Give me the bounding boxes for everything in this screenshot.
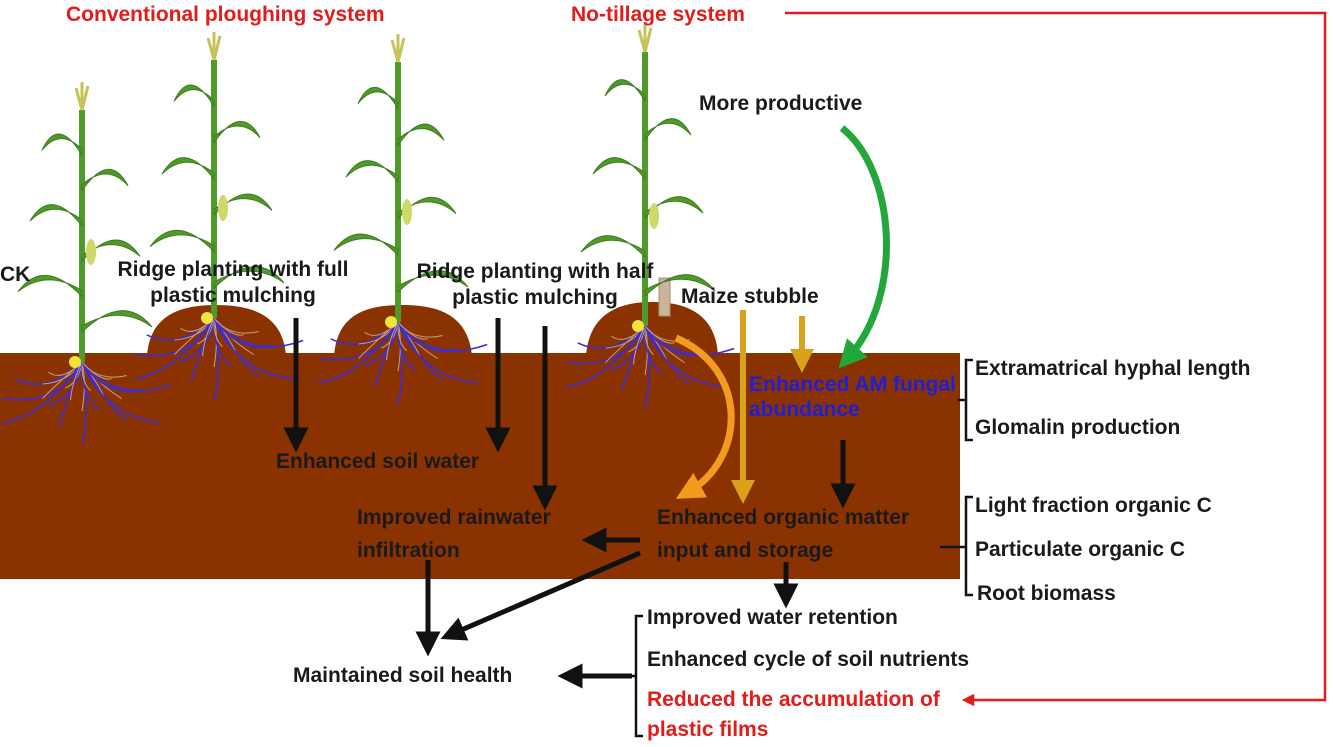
organic-indicator-particulate: Particulate organic C: [975, 538, 1186, 561]
am-fungal-label: Enhanced AM fungal abundance: [749, 373, 956, 422]
green-productive-arrow: [838, 125, 890, 369]
outcome-nutrient-cycle: Enhanced cycle of soil nutrients: [647, 648, 970, 671]
more-productive-label: More productive: [699, 92, 863, 115]
enhanced-soil-water-label: Enhanced soil water: [276, 450, 480, 473]
am-indicator-hyphal: Extramatrical hyphal length: [975, 357, 1251, 380]
maize-plants: [2, 24, 735, 445]
organic-indicator-light-fraction: Light fraction organic C: [975, 494, 1212, 517]
ridge-half-mulch-label: Ridge planting with half plastic mulchin…: [416, 260, 654, 310]
ck-label: CK: [0, 263, 31, 286]
plant-half-mulch: [318, 34, 488, 405]
black-arrows: [283, 318, 856, 689]
outcome-water-retention: Improved water retention: [647, 606, 898, 629]
plant-full-mulch: [134, 32, 304, 401]
am-indicator-glomalin: Glomalin production: [975, 416, 1181, 439]
maize-stubble-label: Maize stubble: [681, 285, 819, 308]
no-tillage-header: No-tillage system: [571, 3, 745, 26]
organic-indicator-root-biomass: Root biomass: [977, 582, 1116, 605]
soil-layer: [0, 302, 960, 579]
gold-arrows: [731, 310, 814, 504]
bracket-am: [958, 358, 973, 442]
ridge-full-mulch-label: Ridge planting with full plastic mulchin…: [117, 258, 349, 308]
red-no-tillage-arrow: [785, 11, 1327, 707]
maintained-soil-health-label: Maintained soil health: [293, 664, 513, 687]
organic-matter-label: Enhanced organic matter input and storag…: [657, 506, 910, 562]
orange-root-arrow: [674, 334, 735, 499]
bracket-organic: [940, 495, 973, 597]
bracket-outcomes: [625, 614, 643, 738]
outcome-reduced-plastic: Reduced the accumulation of plastic film…: [647, 688, 940, 742]
brackets: [625, 358, 973, 738]
improved-rainwater-label: Improved rainwater infiltration: [357, 506, 551, 562]
plant-ck-roots: [2, 361, 172, 445]
plant-full-mulch-roots: [134, 317, 304, 401]
conventional-system-header: Conventional ploughing system: [66, 3, 385, 26]
plant-ck: [2, 82, 172, 445]
maize-stubble-icon: [658, 277, 671, 317]
arrow-organic-to-health: [440, 550, 641, 641]
